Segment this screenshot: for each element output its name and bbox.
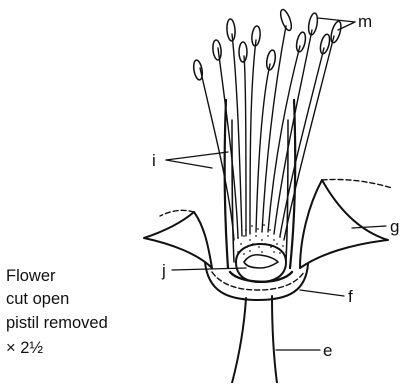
ovary-disc <box>230 244 292 282</box>
label-m: m <box>358 12 372 31</box>
caption-line-3: pistil removed <box>6 314 108 332</box>
label-i: i <box>152 151 156 170</box>
caption: Flower cut open pistil removed × 2½ <box>6 267 108 357</box>
caption-line-2: cut open <box>6 290 69 308</box>
label-f: f <box>348 287 353 306</box>
label-j: j <box>161 261 166 280</box>
leader-lines <box>166 18 386 350</box>
caption-line-1: Flower <box>6 267 56 285</box>
label-g: g <box>390 217 399 236</box>
caption-magnification: × 2½ <box>6 339 43 357</box>
sepal-left <box>144 210 212 268</box>
stalk <box>232 296 277 383</box>
corolla-tube <box>225 100 296 268</box>
anthers <box>192 8 343 80</box>
sepal-right <box>300 179 392 268</box>
label-e: e <box>323 341 332 360</box>
